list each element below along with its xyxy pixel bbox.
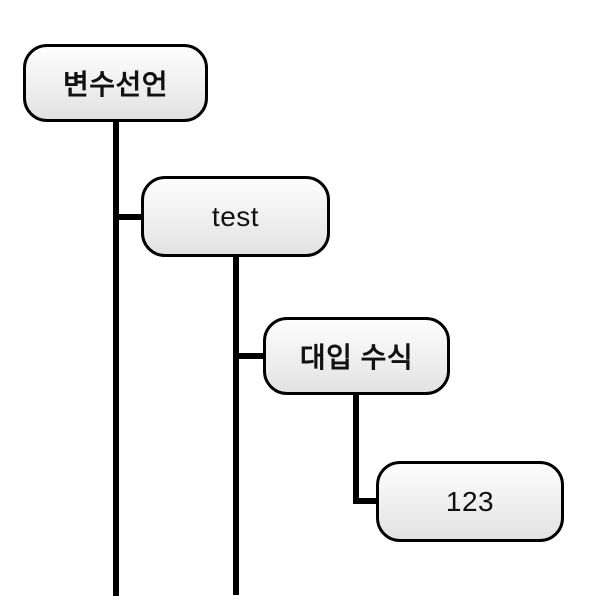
node-label: 대입 수식	[299, 342, 414, 373]
tree-node-test[interactable]: test	[141, 176, 330, 257]
connector-trunk-root	[113, 121, 119, 596]
tree-node-123[interactable]: 123	[376, 461, 564, 542]
tree-node-variable-declaration[interactable]: 변수선언	[23, 44, 208, 122]
node-label: 변수선언	[62, 69, 169, 100]
tree-node-assignment-expression[interactable]: 대입 수식	[263, 317, 450, 395]
connector-branch-to-leaf	[353, 498, 379, 504]
connector-branch-to-test	[115, 214, 144, 220]
connector-trunk-assignment	[353, 394, 359, 504]
node-label: test	[211, 200, 260, 232]
connector-trunk-test	[233, 256, 239, 595]
connector-branch-to-assignment	[235, 353, 266, 359]
node-label: 123	[445, 485, 495, 517]
